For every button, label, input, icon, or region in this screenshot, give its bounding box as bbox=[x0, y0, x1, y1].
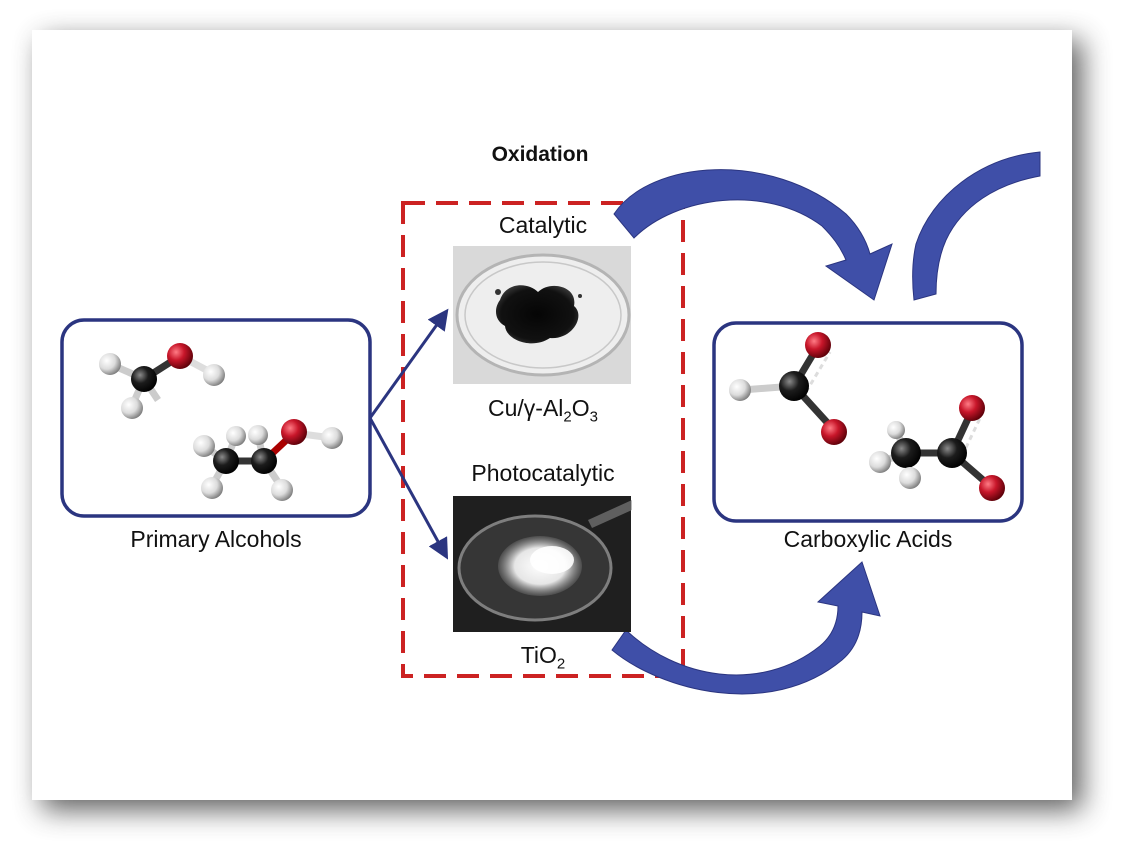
oxidation-title: Oxidation bbox=[491, 143, 589, 166]
reactant-label: Primary Alcohols bbox=[130, 526, 302, 552]
product-label: Carboxylic Acids bbox=[783, 526, 953, 552]
arrow-to-catalytic bbox=[368, 308, 449, 419]
curved-arrow-catalytic bbox=[613, 169, 893, 301]
photocatalytic-catalyst-label: TiO2 bbox=[520, 642, 566, 673]
acetic-acid-molecule bbox=[869, 395, 1005, 501]
curved-arrow-upper-right bbox=[912, 151, 1041, 301]
methanol-molecule bbox=[99, 343, 225, 419]
ethanol-molecule bbox=[193, 419, 343, 501]
formic-acid-molecule bbox=[729, 332, 847, 445]
oxidation-frame bbox=[401, 201, 685, 678]
photocatalytic-heading: Photocatalytic bbox=[471, 460, 615, 486]
product-box bbox=[712, 321, 1024, 523]
catalytic-catalyst-label: Cu/γ-Al2O3 bbox=[488, 395, 598, 426]
curved-arrow-photocatalytic bbox=[611, 561, 881, 695]
catalytic-heading: Catalytic bbox=[498, 212, 588, 238]
photocatalytic-sample-photo bbox=[453, 496, 632, 632]
arrow-to-photocatalytic bbox=[368, 417, 449, 560]
catalytic-sample-photo bbox=[453, 246, 631, 384]
